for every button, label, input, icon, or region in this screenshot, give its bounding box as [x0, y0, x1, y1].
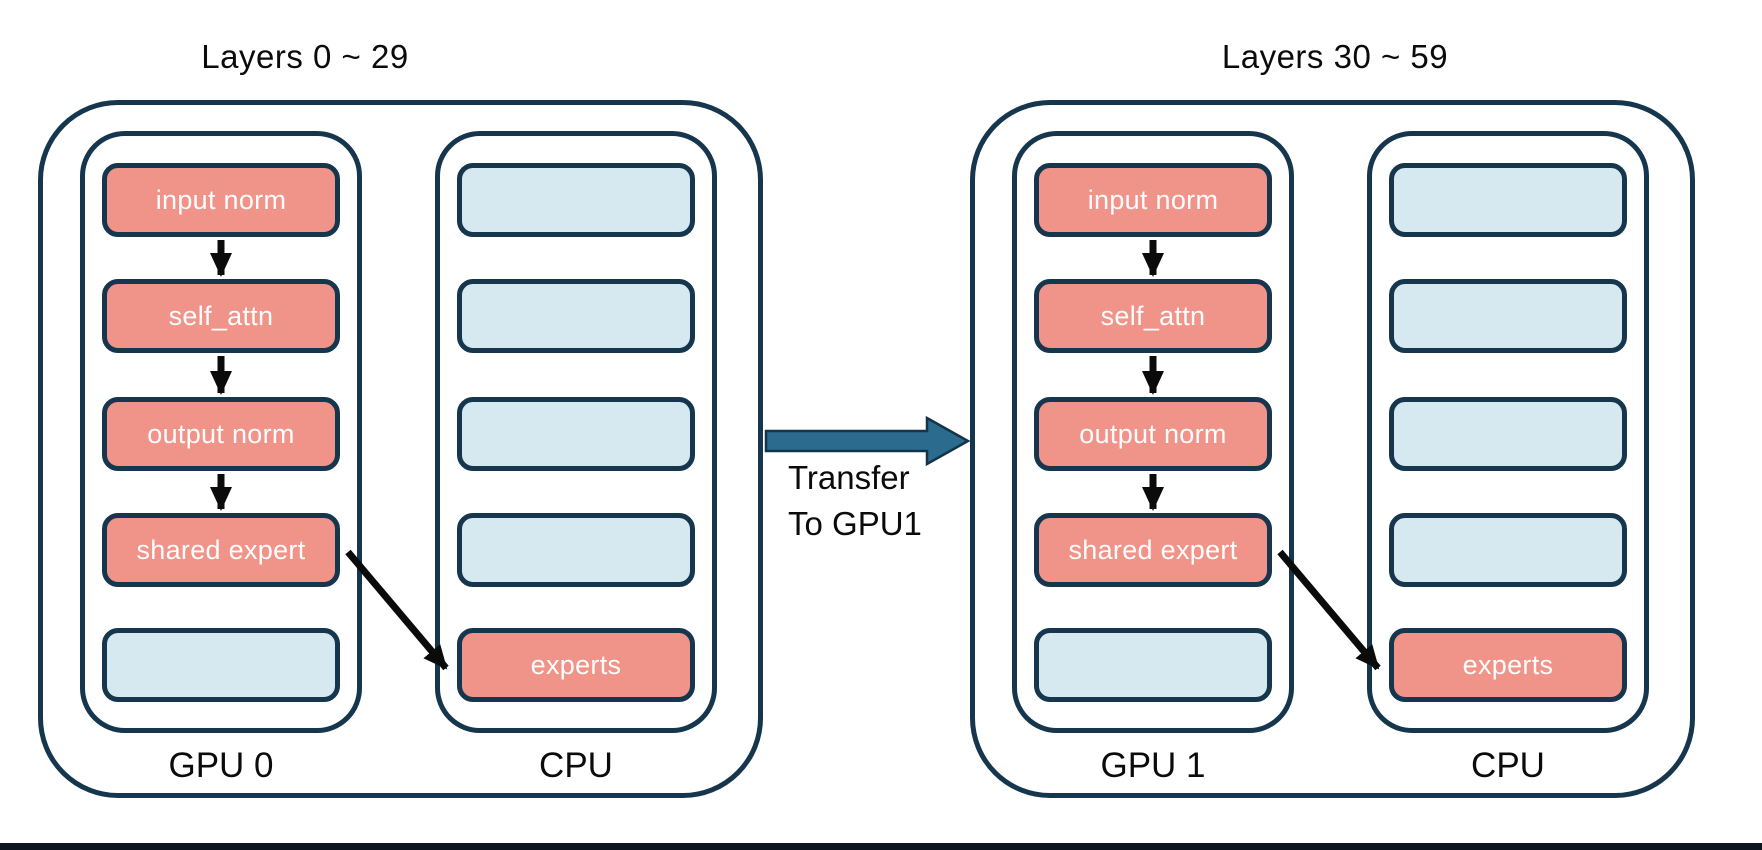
- cpu1-empty-slot-box-1: [1389, 163, 1627, 237]
- cpu0-empty-slot-box-2: [457, 279, 695, 353]
- cpu1-experts-box: experts: [1389, 628, 1627, 702]
- gpu1-input-norm-box: input norm: [1034, 163, 1272, 237]
- cpu0-empty-slot-box-3: [457, 397, 695, 471]
- cpu1-empty-slot-box-3: [1389, 397, 1627, 471]
- gpu1-output-norm-box: output norm: [1034, 397, 1272, 471]
- gpu0-empty-slot-box: [102, 628, 340, 702]
- transfer-caption: Transfer To GPU1: [788, 455, 922, 547]
- gpu0-shared-expert-box: shared expert: [102, 513, 340, 587]
- gpu0-label: GPU 0: [168, 746, 274, 785]
- transfer-caption-line1: Transfer: [788, 459, 910, 496]
- cpu1-label: CPU: [1471, 746, 1545, 785]
- bottom-edge-bar: [0, 843, 1762, 850]
- gpu1-shared-expert-label: shared expert: [1068, 534, 1238, 565]
- cpu1-empty-slot-box-2: [1389, 279, 1627, 353]
- cpu0-experts-label: experts: [530, 649, 622, 680]
- gpu1-output-norm-label: output norm: [1079, 418, 1227, 449]
- gpu0-shared-expert-label: shared expert: [136, 534, 306, 565]
- cpu1-experts-label: experts: [1462, 649, 1554, 680]
- gpu0-output-norm-box: output norm: [102, 397, 340, 471]
- cpu0-empty-slot-box-4: [457, 513, 695, 587]
- cpu0-experts-box: experts: [457, 628, 695, 702]
- cpu0-label: CPU: [539, 746, 613, 785]
- gpu0-self-attn-label: self_attn: [168, 300, 274, 331]
- gpu1-self-attn-box: self_attn: [1034, 279, 1272, 353]
- gpu1-self-attn-label: self_attn: [1100, 300, 1206, 331]
- gpu1-empty-slot-box: [1034, 628, 1272, 702]
- gpu0-input-norm-label: input norm: [155, 184, 287, 215]
- left-group-title: Layers 0 ~ 29: [201, 38, 409, 75]
- gpu0-input-norm-box: input norm: [102, 163, 340, 237]
- cpu0-empty-slot-box-1: [457, 163, 695, 237]
- gpu1-label: GPU 1: [1100, 746, 1206, 785]
- gpu0-self-attn-box: self_attn: [102, 279, 340, 353]
- gpu1-input-norm-label: input norm: [1087, 184, 1219, 215]
- cpu1-empty-slot-box-4: [1389, 513, 1627, 587]
- transfer-caption-line2: To GPU1: [788, 505, 922, 542]
- right-group-title: Layers 30 ~ 59: [1221, 38, 1449, 75]
- gpu1-shared-expert-box: shared expert: [1034, 513, 1272, 587]
- gpu0-output-norm-label: output norm: [147, 418, 295, 449]
